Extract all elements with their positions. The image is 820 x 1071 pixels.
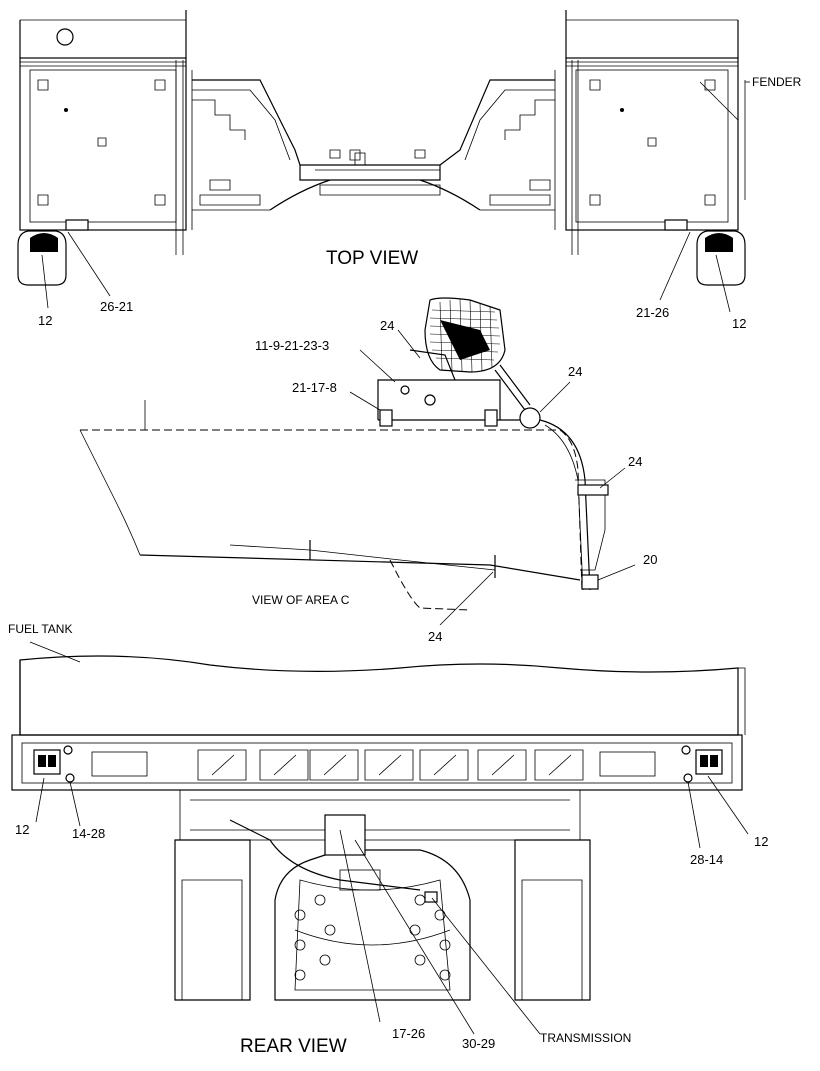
left-fender-outline bbox=[17, 10, 187, 286]
area-c-drawing bbox=[79, 297, 636, 626]
area-c-title: VIEW OF AREA C bbox=[252, 593, 350, 607]
rear-view-drawing bbox=[11, 641, 749, 1035]
callout-c-24-right-upper: 24 bbox=[568, 364, 582, 379]
callout-c-21-17-8: 21-17-8 bbox=[292, 380, 337, 395]
fender-label: FENDER bbox=[752, 75, 802, 89]
callout-c-24-bottom: 24 bbox=[428, 629, 442, 644]
right-fender-outline bbox=[565, 10, 746, 286]
callout-c-11-9-21-23-3: 11-9-21-23-3 bbox=[255, 338, 329, 353]
top-view-leaders bbox=[41, 81, 750, 313]
callout-rear-right-12: 12 bbox=[754, 834, 768, 849]
transmission-label: TRANSMISSION bbox=[540, 1031, 631, 1045]
center-frame bbox=[191, 70, 556, 230]
rear-view-title: REAR VIEW bbox=[240, 1036, 347, 1057]
top-view-drawing bbox=[17, 10, 750, 313]
bumper-cutouts bbox=[197, 749, 584, 781]
callout-top-left-12: 12 bbox=[38, 313, 52, 328]
callout-rear-left-12: 12 bbox=[15, 822, 29, 837]
callout-rear-right-28-14: 28-14 bbox=[690, 852, 723, 867]
callout-rear-30-29: 30-29 bbox=[462, 1036, 495, 1051]
top-view-title: TOP VIEW bbox=[326, 248, 418, 269]
callout-rear-17-26: 17-26 bbox=[392, 1026, 425, 1041]
callout-c-24-top: 24 bbox=[380, 318, 394, 333]
callout-top-right-12: 12 bbox=[732, 316, 746, 331]
callout-rear-left-14-28: 14-28 bbox=[72, 826, 105, 841]
callout-top-right-21-26: 21-26 bbox=[636, 305, 669, 320]
fuel-tank-label: FUEL TANK bbox=[8, 622, 72, 636]
callout-c-24-right-mid: 24 bbox=[628, 454, 642, 469]
callout-c-20: 20 bbox=[643, 552, 657, 567]
callout-top-left-26-21: 26-21 bbox=[100, 299, 133, 314]
